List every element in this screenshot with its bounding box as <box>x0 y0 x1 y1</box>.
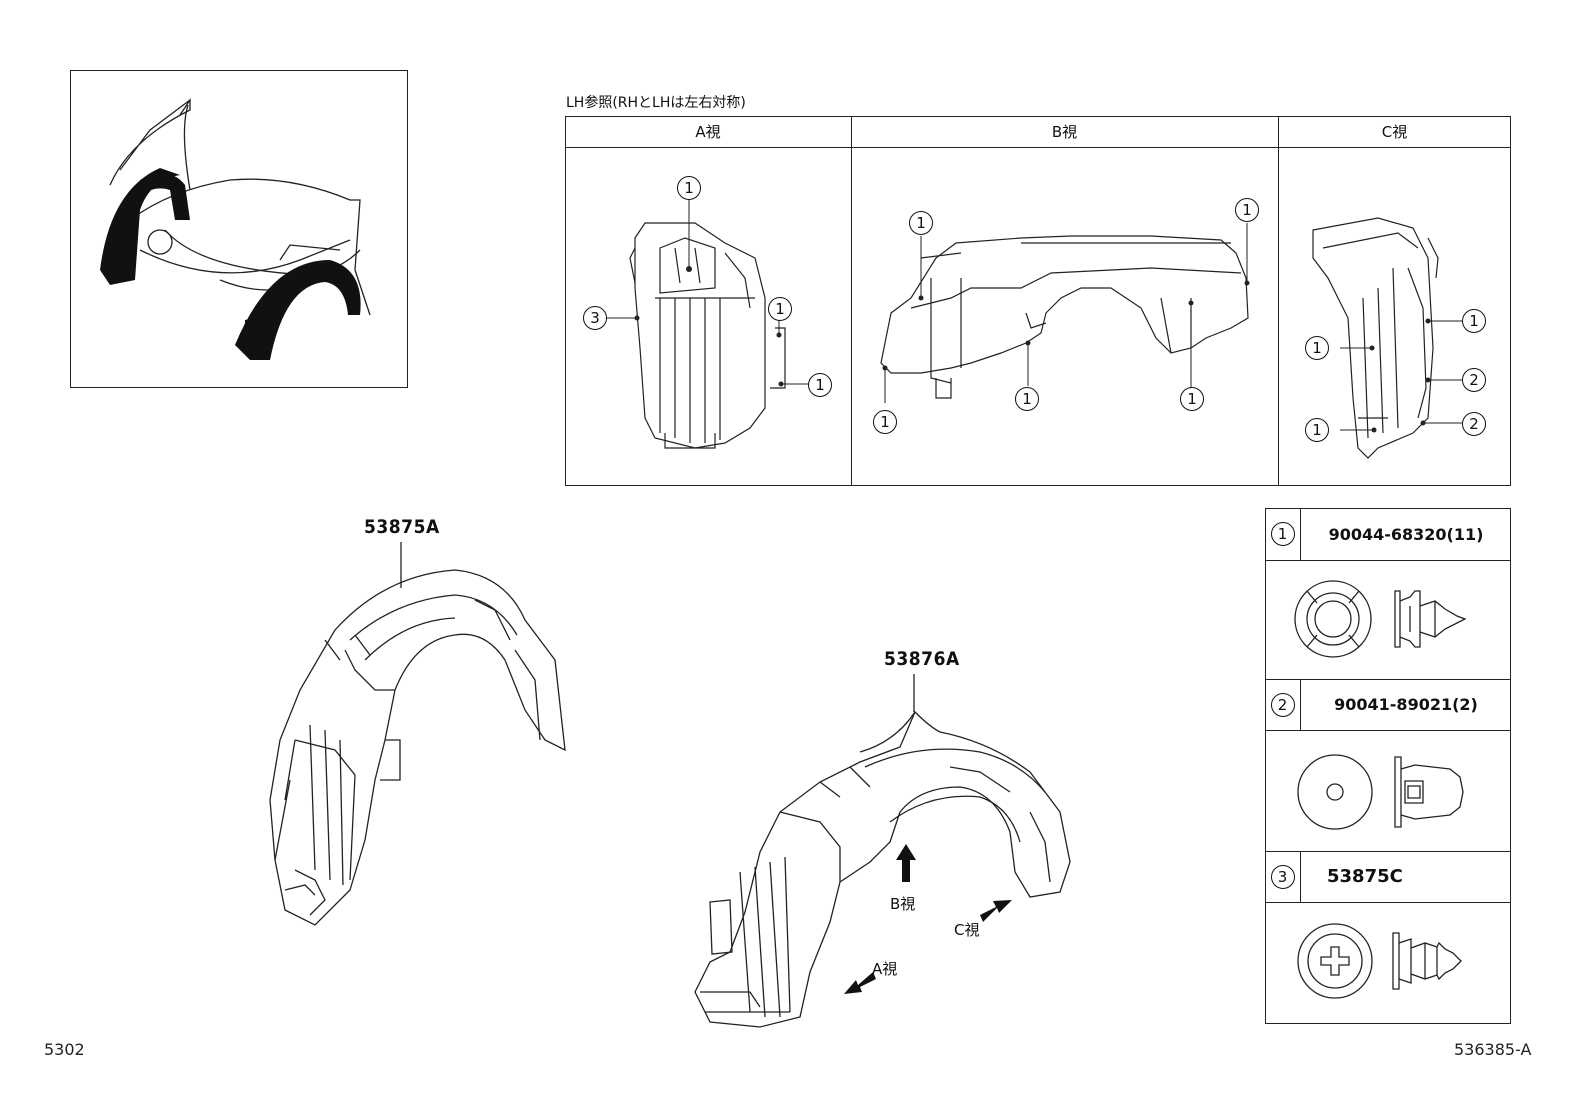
view-table <box>565 116 1511 486</box>
callout-c-right-3: 2 <box>1462 412 1486 436</box>
footer-right-code: 536385-A <box>1454 1040 1532 1059</box>
view-c-drawing <box>1312 217 1462 459</box>
arrow-a-view <box>844 972 876 994</box>
view-header-a: A視 <box>695 123 721 141</box>
part-label-53875a: 53875A <box>364 516 440 538</box>
reference-note: LH参照(RHとLHは左右対称) <box>566 95 746 111</box>
clip-90044-68320-drawing <box>1294 580 1467 658</box>
view-a-drawing <box>595 200 809 449</box>
callout-c-right-1: 1 <box>1462 309 1486 333</box>
callout-b-upper-right: 1 <box>1235 198 1259 222</box>
arrow-b-view <box>896 844 916 882</box>
legend-row-2-header: 2 90041-89021(2) <box>1265 679 1511 731</box>
view-b-drawing <box>880 223 1250 403</box>
legend-row-3-header: 3 53875C <box>1265 851 1511 903</box>
rear-liner-silhouette <box>235 260 361 360</box>
view-header-c: C視 <box>1381 123 1408 141</box>
callout-b-upper-left: 1 <box>909 211 933 235</box>
vehicle-inset-drawing <box>100 97 371 360</box>
legend-mark-3: 3 <box>1270 864 1295 889</box>
callout-b-lower-mid: 1 <box>1015 387 1039 411</box>
callout-a-right-upper: 1 <box>768 297 792 321</box>
callout-c-left-2: 1 <box>1305 418 1329 442</box>
callout-b-lower-left: 1 <box>873 410 897 434</box>
legend-frame <box>1265 508 1511 1024</box>
legend-row-1-header: 1 90044-68320(11) <box>1265 508 1511 561</box>
callout-c-right-2: 2 <box>1462 368 1486 392</box>
legend-mark-1: 1 <box>1270 522 1295 546</box>
part-label-53876a: 53876A <box>884 648 960 670</box>
clip-53875c-drawing <box>1297 923 1462 999</box>
clip-90041-89021-drawing <box>1297 754 1464 830</box>
arrow-c-view <box>980 900 1012 922</box>
callout-c-left-1: 1 <box>1305 336 1329 360</box>
view-arrow-label-a: A視 <box>872 960 898 978</box>
view-table-divider-1 <box>851 116 852 486</box>
legend-row-1-rule <box>1265 679 1511 680</box>
callout-a-left: 3 <box>583 306 607 330</box>
legend-row-2-rule <box>1265 851 1511 852</box>
front-liner-silhouette <box>100 168 180 285</box>
callout-b-lower-right: 1 <box>1180 387 1204 411</box>
callout-a-top: 1 <box>677 176 701 200</box>
view-header-b: B視 <box>1051 123 1078 141</box>
legend-code-3: 53875C <box>1327 866 1403 887</box>
vehicle-inset-frame <box>70 70 408 388</box>
callout-a-right-lower: 1 <box>808 373 832 397</box>
footer-left-code: 5302 <box>44 1040 85 1059</box>
view-table-header-rule <box>565 147 1511 148</box>
legend-code-2: 90041-89021(2) <box>1334 695 1478 714</box>
view-table-divider-2 <box>1278 116 1279 486</box>
part-drawing-53875a <box>269 542 566 926</box>
view-arrow-label-c: C視 <box>954 921 980 939</box>
part-drawing-53876a <box>694 674 1071 1028</box>
view-arrow-label-b: B視 <box>890 895 916 913</box>
legend-code-1: 90044-68320(11) <box>1328 524 1484 544</box>
legend-mark-2: 2 <box>1270 692 1295 717</box>
